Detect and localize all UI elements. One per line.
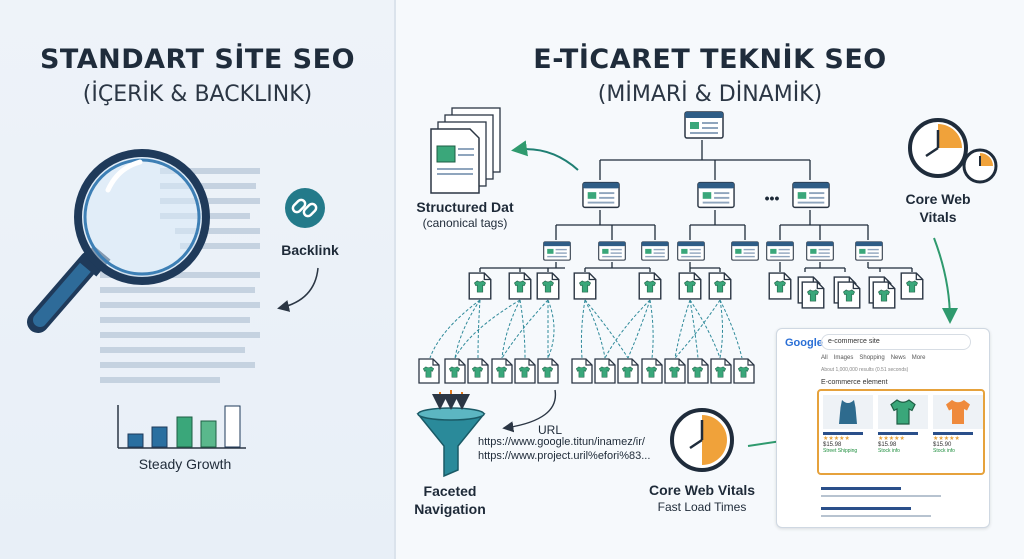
magnifier-icon bbox=[27, 149, 210, 333]
serp-logo: Google bbox=[785, 337, 823, 349]
product-stars: ★★★★★ bbox=[933, 436, 960, 442]
serp-result-line bbox=[821, 495, 941, 497]
url-line-1: https://www.google.titun/inamez/ir/ bbox=[478, 436, 645, 448]
product-image bbox=[878, 395, 928, 429]
serp-result-line bbox=[821, 507, 911, 510]
product-pages bbox=[468, 272, 924, 309]
serp-tab[interactable]: News bbox=[890, 355, 906, 361]
backlink-icon bbox=[285, 188, 325, 228]
growth-chart bbox=[117, 405, 246, 449]
product-card[interactable]: ★★★★★ $15.90 Stock info bbox=[933, 395, 983, 454]
serp-element-label: E-commerce element bbox=[821, 379, 888, 386]
serp-query: e-commerce site bbox=[828, 338, 880, 345]
url-line-2: https://www.project.uril%efori%83... bbox=[478, 450, 651, 462]
product-image bbox=[933, 395, 983, 429]
speed-clock-icon bbox=[670, 408, 734, 472]
serp-product-box: ★★★★★ $15.98 Street Shipping ★★★★★ $15.9… bbox=[817, 389, 985, 475]
structured-arrow bbox=[511, 140, 579, 171]
backlink-label: Backlink bbox=[281, 242, 339, 258]
serp-tabs: All Images Shopping News More bbox=[821, 355, 925, 361]
cwv-arrow bbox=[933, 237, 958, 324]
url-arrow bbox=[502, 389, 557, 433]
structured-data-docs bbox=[430, 107, 501, 194]
product-note: Street Shipping bbox=[823, 448, 858, 454]
growth-label: Steady Growth bbox=[138, 456, 232, 472]
product-price: $15.90 bbox=[933, 442, 952, 448]
left-subtitle: (İÇERİK & BACKLINK) bbox=[82, 82, 313, 107]
right-title: E-TİCARET TEKNİK SEO bbox=[533, 44, 887, 75]
serp-tab[interactable]: Shopping bbox=[859, 355, 885, 361]
serp-search-input[interactable]: e-commerce site bbox=[821, 334, 971, 350]
serp-tab[interactable]: Images bbox=[833, 355, 854, 361]
product-stars: ★★★★★ bbox=[823, 436, 850, 442]
product-note: Stock info bbox=[878, 448, 900, 454]
product-price: $15.98 bbox=[878, 442, 897, 448]
serp-mockup: Google e-commerce site All Images Shoppi… bbox=[776, 328, 990, 528]
backlink-arrow bbox=[277, 267, 319, 312]
product-card[interactable]: ★★★★★ $15.98 Street Shipping bbox=[823, 395, 873, 454]
tree-ellipsis: ••• bbox=[764, 190, 780, 206]
structured-data-sub: (canonical tags) bbox=[422, 216, 508, 230]
serp-tab[interactable]: All bbox=[821, 355, 828, 361]
funnel-icon bbox=[416, 390, 486, 478]
product-stars: ★★★★★ bbox=[878, 436, 905, 442]
panel-divider bbox=[394, 0, 396, 559]
left-title: STANDART SİTE SEO bbox=[39, 44, 356, 75]
category-page bbox=[697, 181, 735, 209]
clock-icon bbox=[908, 118, 998, 184]
cwv-bottom-sub: Fast Load Times bbox=[657, 500, 747, 514]
faceted-links bbox=[429, 299, 743, 359]
url-label: URL bbox=[537, 423, 562, 437]
structured-data-title: Structured Dat bbox=[416, 199, 514, 215]
category-page bbox=[582, 181, 620, 209]
product-card[interactable]: ★★★★★ $15.98 Stock info bbox=[878, 395, 928, 454]
right-subtitle: (MİMARİ & DİNAMİK) bbox=[597, 82, 823, 107]
site-tree-links bbox=[479, 140, 913, 272]
product-price: $15.98 bbox=[823, 442, 842, 448]
serp-result-line bbox=[821, 515, 931, 517]
serp-tab[interactable]: More bbox=[911, 355, 926, 361]
cwv-top-label: Core Web Vitals bbox=[905, 191, 971, 225]
facet-pages bbox=[418, 358, 755, 384]
serp-result-stats: About 1,000,000 results (0.51 seconds) bbox=[821, 367, 909, 373]
category-page bbox=[792, 181, 830, 209]
product-image bbox=[823, 395, 873, 429]
product-note: Stock info bbox=[933, 448, 955, 454]
root-page bbox=[684, 111, 724, 139]
subcategory-pages bbox=[543, 241, 883, 261]
faceted-label: Faceted Navigation bbox=[414, 483, 486, 517]
cwv-bottom-label: Core Web Vitals bbox=[648, 482, 756, 498]
serp-result-line bbox=[821, 487, 901, 490]
